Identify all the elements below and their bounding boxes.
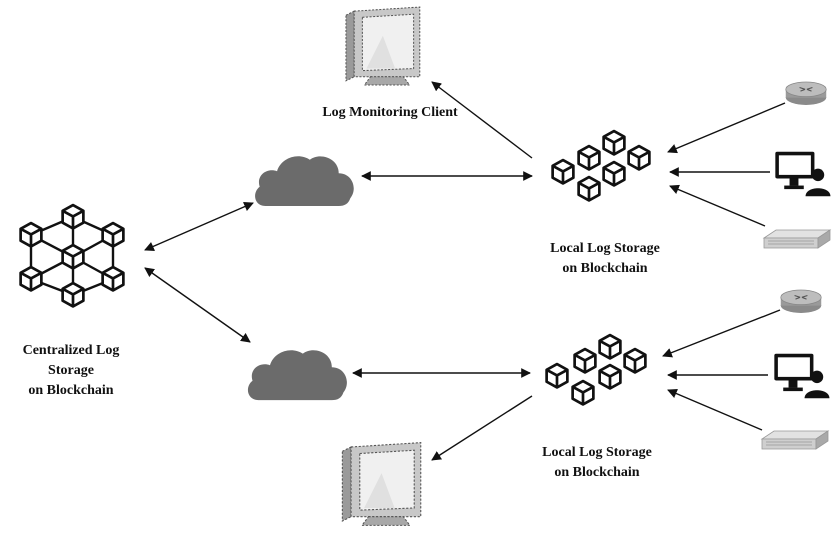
local-storage-label-bottom: Local Log Storage on Blockchain xyxy=(542,445,652,480)
arrow-server-top xyxy=(669,184,766,227)
arrow-local-monitor-top xyxy=(431,81,533,159)
router-icon-bottom xyxy=(780,289,822,314)
monitor-client-icon-top xyxy=(345,6,421,86)
rack-server-icon-bottom xyxy=(761,430,829,450)
arrow-local-monitor-bottom xyxy=(431,395,533,461)
cloud-icon-bottom xyxy=(247,350,347,401)
cloud-icon-top xyxy=(255,156,354,206)
local-blockchain-icon-top xyxy=(551,129,651,202)
monitor-client-icon-bottom xyxy=(341,442,422,526)
router-icon-top xyxy=(785,81,827,106)
user-workstation-icon-bottom xyxy=(774,353,830,399)
rack-server-icon-top xyxy=(763,229,831,249)
local-storage-label-top: Local Log Storage on Blockchain xyxy=(550,241,660,276)
arrow-server-bottom xyxy=(667,388,763,431)
arrow-router-bottom xyxy=(662,309,781,358)
arrow-router-top xyxy=(667,102,786,154)
local-blockchain-icon-bottom xyxy=(545,333,647,406)
central-storage-label: Centralized Log Storage on Blockchain xyxy=(22,343,120,398)
user-workstation-icon-top xyxy=(775,151,831,197)
arrow-central-cloud-bottom xyxy=(144,267,251,343)
arrow-central-cloud-top xyxy=(144,202,254,251)
monitoring-client-label: Log Monitoring Client xyxy=(322,105,458,120)
central-blockchain-icon xyxy=(19,203,125,308)
